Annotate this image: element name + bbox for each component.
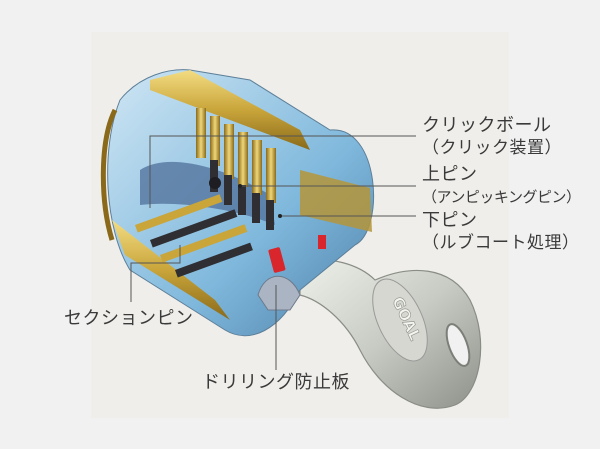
leader-lines xyxy=(130,135,416,370)
callout-anti-drill-plate: ドリリング防止板 xyxy=(202,372,350,394)
upper-pins xyxy=(196,108,276,203)
lower-pins xyxy=(210,160,274,230)
callout-note: （アンピッキングピン） xyxy=(422,188,581,206)
key: GOAL xyxy=(299,259,482,409)
callout-note: （クリック装置） xyxy=(422,138,562,158)
callout-note: （ルブコート処理） xyxy=(422,233,580,253)
callout-lower-pin: 下ピン （ルブコート処理） xyxy=(422,210,580,254)
callout-title: 下ピン xyxy=(422,210,478,231)
callout-title: クリックボール xyxy=(422,115,552,136)
callout-title: ドリリング防止板 xyxy=(202,372,350,393)
callout-title: セクションピン xyxy=(64,308,194,329)
click-ball xyxy=(209,177,221,189)
callout-upper-pin: 上ピン （アンピッキングピン） xyxy=(422,164,581,208)
callout-title: 上ピン xyxy=(422,164,478,185)
callout-click-ball: クリックボール （クリック装置） xyxy=(422,115,562,159)
anti-drill-plate xyxy=(257,235,326,311)
section-pins xyxy=(135,194,253,278)
callout-section-pin: セクションピン xyxy=(64,308,194,330)
